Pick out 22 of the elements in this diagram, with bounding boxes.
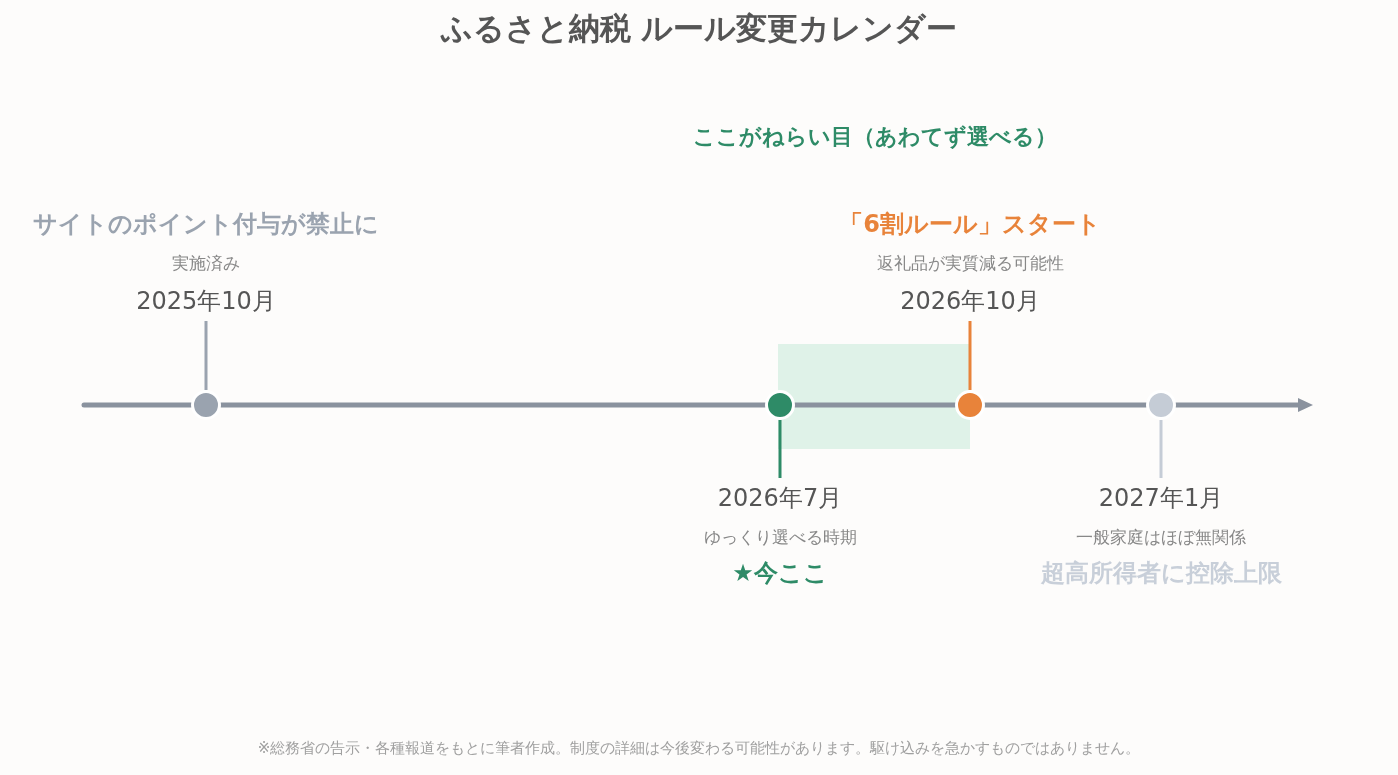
- leader-line: [968, 321, 972, 390]
- timeline-dot: [1146, 390, 1176, 420]
- timeline-dot: [955, 390, 985, 420]
- status-text: 返礼品が実質減る可能性: [876, 252, 1064, 275]
- leader-line: [778, 420, 782, 478]
- date-label: 2026年7月: [717, 483, 843, 514]
- date-label: 2025年10月: [136, 286, 276, 317]
- status-text: 実施済み: [172, 252, 240, 275]
- callout-text: ここがねらい目（あわてず選べる）: [692, 123, 1058, 151]
- leader-line: [204, 321, 208, 390]
- status-text: 一般家庭はほぼ無関係: [1076, 526, 1246, 549]
- date-label: 2027年1月: [1098, 483, 1224, 514]
- title: ふるさと納税 ルール変更カレンダー: [439, 9, 959, 48]
- current-marker-text: ★今ここ: [732, 558, 828, 589]
- event-title: サイトのポイント付与が禁止に: [33, 209, 379, 240]
- footnote: ※総務省の告示・各種報道をもとに筆者作成。制度の詳細は今後変わる可能性があります。駆け込みを急かすものではありません。: [256, 739, 1142, 758]
- event-title: 「6割ルール」スタート: [839, 209, 1101, 240]
- leader-line: [1159, 420, 1163, 478]
- timeline-dot: [191, 390, 221, 420]
- date-label: 2026年10月: [900, 286, 1040, 317]
- status-text: ゆっくり選べる時期: [703, 526, 857, 549]
- timeline-dot: [765, 390, 795, 420]
